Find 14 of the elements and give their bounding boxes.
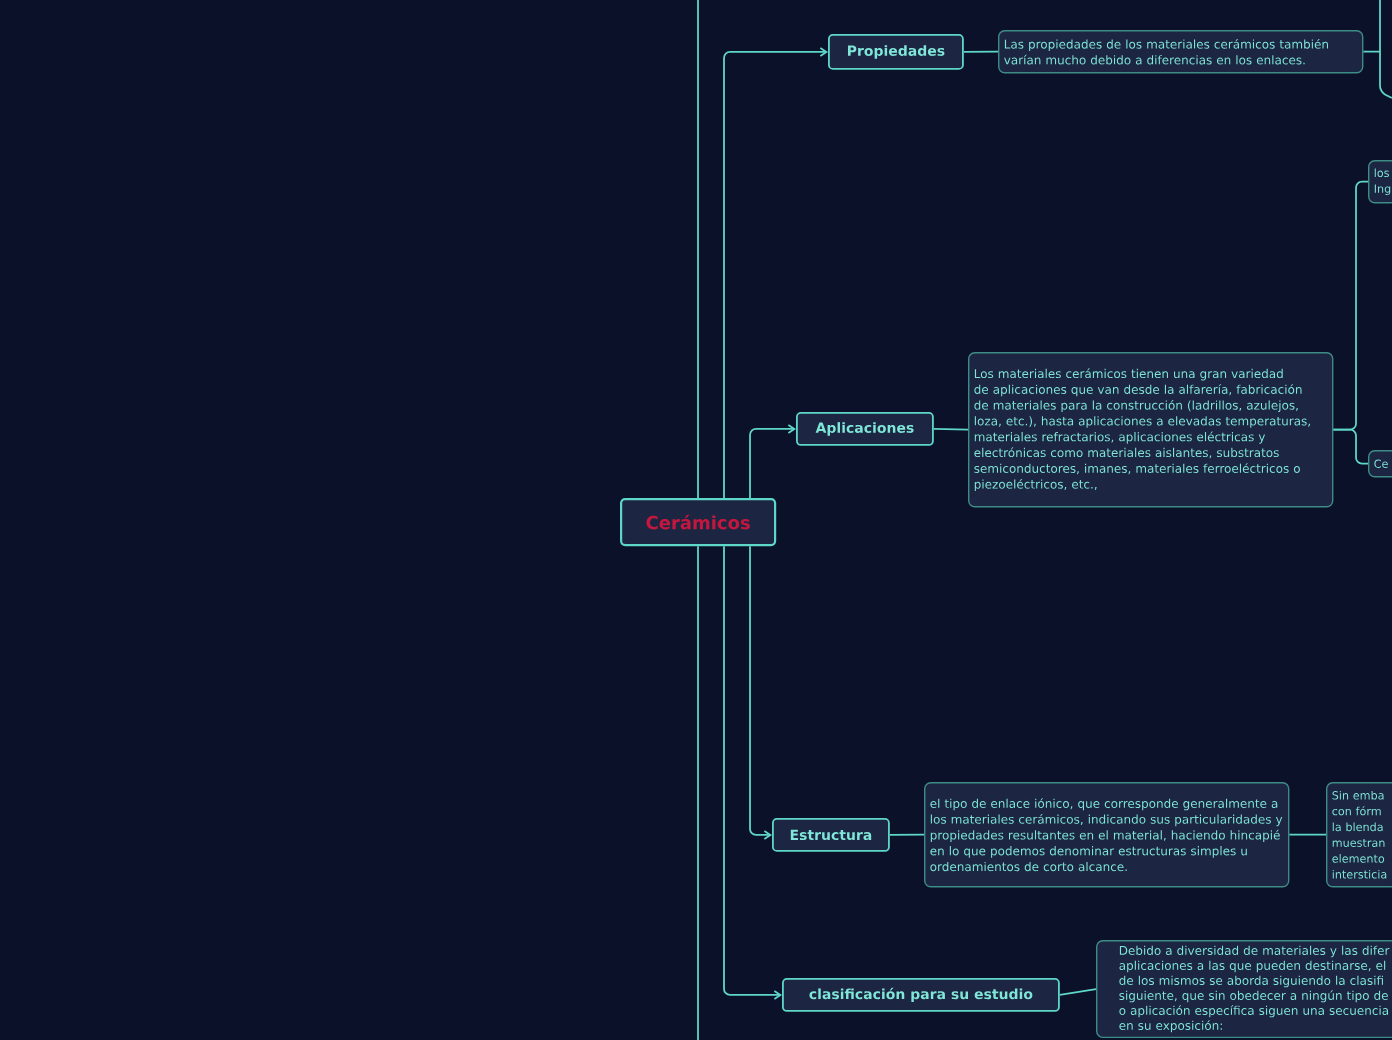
connector	[697, 545, 699, 1040]
connector	[697, 0, 699, 499]
connector	[1288, 833, 1327, 836]
connector	[962, 50, 999, 53]
connector	[1058, 988, 1097, 996]
central-topic-box: Cerámicos	[620, 498, 777, 547]
connector	[749, 424, 796, 499]
connector	[888, 833, 925, 836]
connector	[723, 545, 782, 1000]
connector	[1362, 0, 1392, 99]
connector	[749, 545, 772, 840]
connector	[723, 47, 828, 499]
connector	[1332, 428, 1369, 465]
connector	[932, 428, 969, 431]
